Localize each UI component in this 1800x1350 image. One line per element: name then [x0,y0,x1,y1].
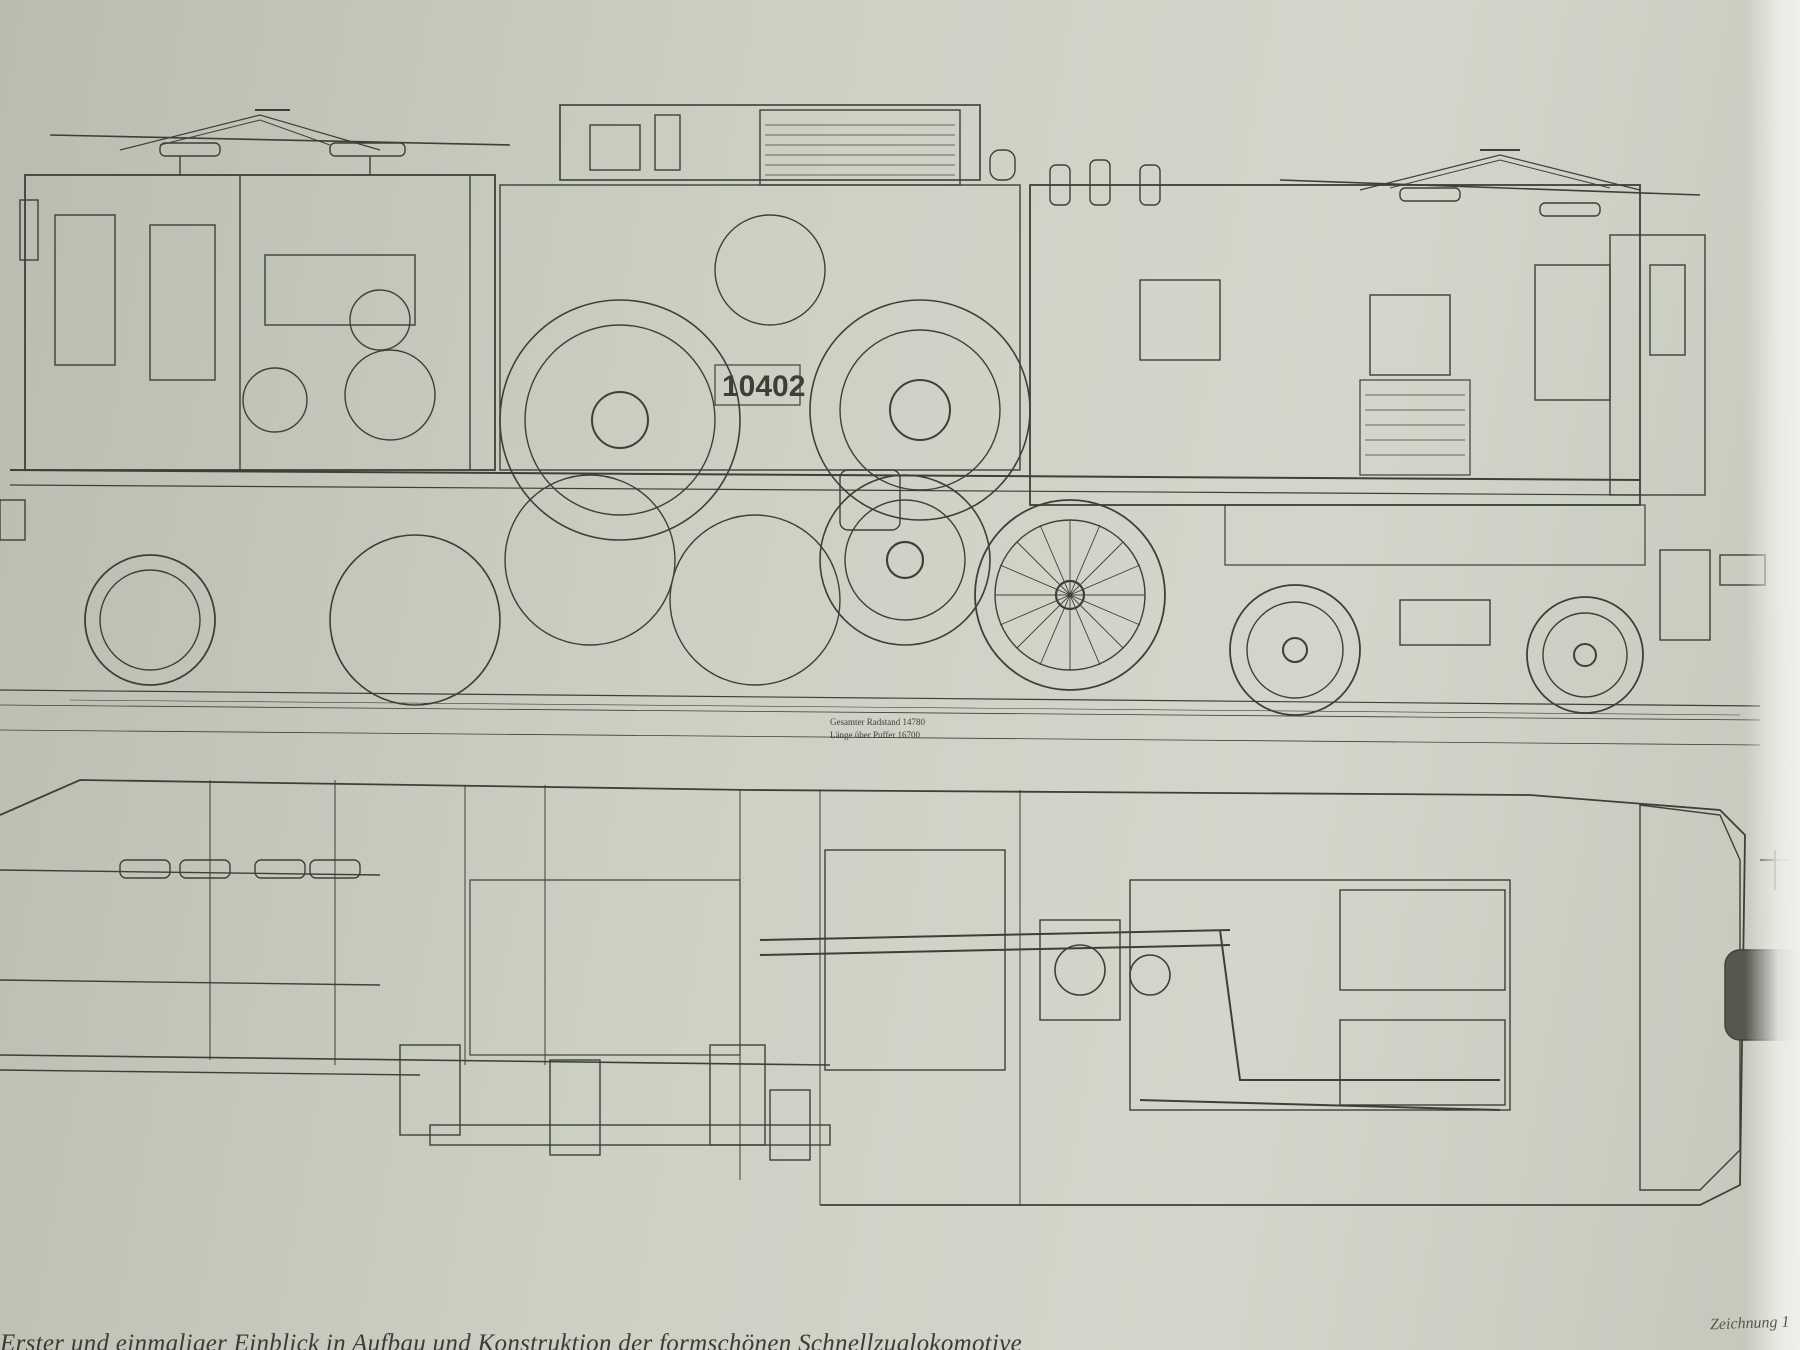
plan-view [0,779,1800,1206]
side-elevation-view: 10402 [0,104,1766,746]
drawing-number-label: Zeichnung 1 [1709,1313,1790,1334]
overall-length-dimension-label: Länge über Puffer 16700 [830,730,921,740]
locomotive-number-plate: 10402 [714,364,805,406]
locomotive-number: 10402 [722,370,805,403]
locomotive-technical-drawing: 10402 [0,104,1800,1206]
figure-caption: Erster und einmaliger Einblick in Aufbau… [0,1318,1200,1350]
figure-caption-text: Erster und einmaliger Einblick in Aufbau… [0,1330,1023,1350]
bogie-wheels [1224,504,1711,716]
driving-wheels [84,469,1166,706]
adjacent-page-edge [1745,0,1800,1350]
roof-insulators [989,149,1161,206]
wheelbase-dimension-label: Gesamter Radstand 14780 [830,717,925,727]
